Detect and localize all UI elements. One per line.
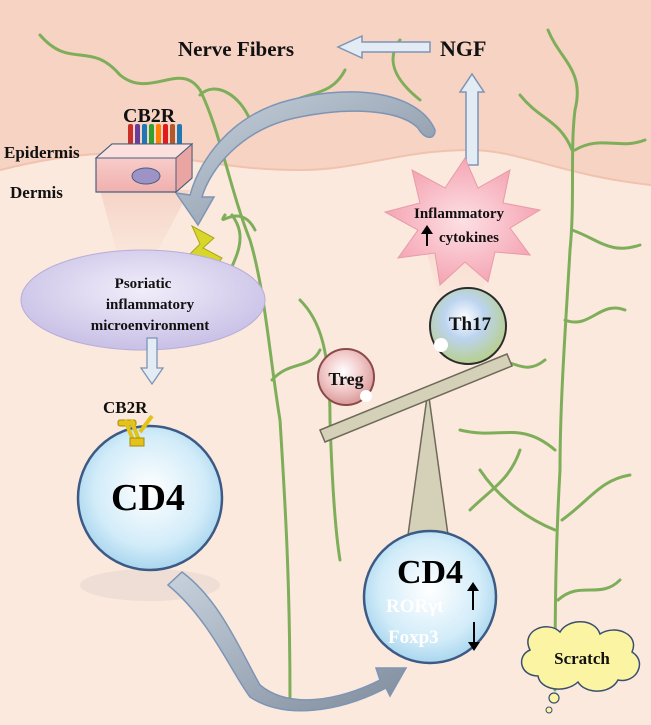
cb2r-top-label: CB2R: [123, 105, 176, 127]
scratch-label: Scratch: [554, 649, 610, 668]
th17-label: Th17: [449, 314, 492, 335]
th17-highlight: [434, 338, 448, 352]
nerve-branch-7: [518, 93, 574, 152]
nerve-branch-15: [556, 578, 622, 602]
up-arrow-icon: [421, 225, 433, 246]
keratinocyte-icon: [94, 142, 194, 194]
th17-cell: [429, 287, 507, 365]
inflammatory-label-line2: cytokines: [439, 230, 499, 246]
down-arrow-icon: [468, 622, 480, 651]
curved-arrow-cd4-to-cd4: [166, 571, 408, 712]
cd4-cell-left: [76, 424, 224, 572]
ngf-label: NGF: [440, 36, 486, 61]
seesaw-beam: [319, 353, 513, 443]
nerve-branch-12: [458, 428, 557, 452]
nerve-fiber-main-left: [38, 33, 292, 702]
treg-highlight: [360, 390, 372, 402]
nerve-fiber-right: [546, 28, 579, 692]
arrow-cytokines-to-ngf: [458, 72, 486, 166]
nerve-branch-8: [570, 228, 642, 250]
psoriatic-label-line1: Psoriatic: [115, 276, 172, 292]
receptor-icon: [117, 414, 154, 447]
cytokine-burst: [383, 156, 542, 287]
epidermis-label: Epidermis: [4, 143, 80, 162]
nerve-branch-2: [221, 213, 257, 232]
up-arrow-icon: [467, 582, 479, 610]
curved-arrow-nerve-to-skin: [174, 91, 436, 227]
cd4-cell-right: [362, 529, 498, 665]
shade-cone-keratinocyte: [100, 190, 190, 265]
treg-cell: [317, 348, 375, 406]
arrow-ngf-to-nerve: [336, 34, 431, 60]
scratch-cloud: [520, 621, 641, 692]
cb2r-mid-label: CB2R: [103, 398, 148, 417]
inflammatory-label-line1: Inflammatory: [414, 206, 504, 222]
treg-label: Treg: [328, 369, 363, 389]
nerve-fiber-mid: [298, 298, 342, 562]
foxp3-label: Foxp3: [388, 627, 439, 648]
scratch-bubble-1: [548, 692, 560, 704]
scratch-bubble-2: [545, 706, 553, 714]
nerve-branch-13: [468, 448, 522, 512]
ror-label: RORγt: [386, 596, 444, 617]
arrow-oval-to-cd4: [139, 337, 165, 386]
psoriatic-label-line3: microenvironment: [91, 318, 210, 334]
cd4-left-label: CD4: [111, 477, 185, 519]
nerve-branch-10: [563, 306, 627, 324]
receptor-icon: [128, 124, 182, 146]
nerve-branch-4: [270, 348, 322, 382]
psoriatic-microenvironment-oval: [20, 249, 266, 351]
psoriatic-label-line2: inflammatory: [106, 297, 195, 313]
nerve-branch-14: [560, 473, 632, 522]
nerve-branch-1: [198, 87, 252, 122]
nerve-branch-16: [478, 468, 557, 532]
dermis-label: Dermis: [10, 183, 63, 202]
nerve-branch-9: [573, 138, 647, 152]
cd4-right-label: CD4: [397, 554, 463, 591]
nerve-fibers-label: Nerve Fibers: [178, 37, 294, 61]
